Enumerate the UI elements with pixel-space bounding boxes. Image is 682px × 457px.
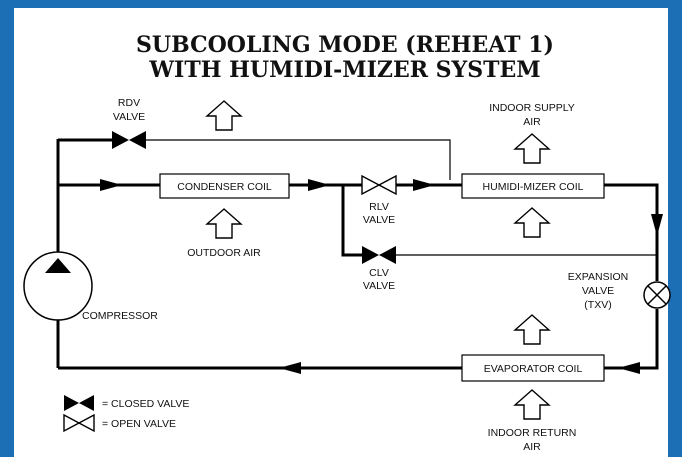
- air-arrow-up-icon: [513, 133, 551, 164]
- indoor-return-label-2: AIR: [523, 441, 541, 453]
- air-arrow-up-icon: [513, 207, 551, 238]
- pipe-humidimizer-to-txv: [604, 183, 659, 281]
- clv-valve-label-1: CLV: [369, 267, 389, 279]
- rdv-valve-icon-half: [129, 131, 146, 149]
- pipe-txv-to-evaporator: [604, 309, 659, 370]
- pipe-rdv-outlet: [146, 139, 451, 180]
- rlv-valve-icon-half: [377, 174, 397, 196]
- humidimizer-coil-label: HUMIDI-MIZER COIL: [483, 181, 584, 193]
- clv-valve-label-2: VALVE: [363, 280, 395, 292]
- rlv-valve-label-2: VALVE: [363, 214, 395, 226]
- legend-closed-valve-icon-half: [79, 395, 94, 411]
- indoor-supply-label-1: INDOOR SUPPLY: [489, 102, 575, 114]
- legend-closed-valve-icon: [64, 395, 79, 411]
- flow-arrow-icon: [279, 362, 301, 374]
- compressor-arrow-icon: [45, 258, 71, 273]
- legend-closed-label: = CLOSED VALVE: [102, 398, 189, 410]
- flow-arrow-icon: [618, 362, 640, 374]
- evaporator-coil-label: EVAPORATOR COIL: [484, 363, 583, 375]
- flow-arrow-icon: [308, 179, 330, 191]
- condenser-coil-label: CONDENSER COIL: [177, 181, 272, 193]
- air-arrow-up-icon: [513, 314, 551, 345]
- clv-valve-icon: [362, 246, 379, 264]
- rdv-valve-label-1: RDV: [118, 97, 140, 109]
- title-line-2: WITH HUMIDI-MIZER SYSTEM: [148, 57, 540, 83]
- flow-arrow-icon: [413, 179, 435, 191]
- pipe-branch-to-clv: [341, 185, 362, 257]
- compressor-icon: [23, 251, 93, 321]
- flow-arrow-icon: [100, 179, 122, 191]
- indoor-return-label-1: INDOOR RETURN: [488, 427, 577, 439]
- humidimizer-coil-box: [461, 173, 605, 199]
- expansion-valve-label-3: (TXV): [584, 299, 611, 311]
- rdv-valve-label-2: VALVE: [113, 111, 145, 123]
- compressor-label: COMPRESSOR: [82, 310, 158, 322]
- indoor-supply-label-2: AIR: [523, 116, 541, 128]
- evaporator-coil-box: [461, 354, 605, 382]
- clv-valve-icon-half: [379, 246, 396, 264]
- air-arrow-up-icon: [205, 100, 243, 131]
- expansion-valve-label-2: VALVE: [582, 285, 614, 297]
- outdoor-air-label: OUTDOOR AIR: [187, 247, 261, 259]
- air-arrow-up-icon: [513, 389, 551, 420]
- expansion-valve-label-1: EXPANSION: [568, 271, 629, 283]
- condenser-coil-box: [159, 173, 290, 199]
- title-line-1: SUBCOOLING MODE (REHEAT 1): [136, 32, 554, 58]
- legend-open-valve-icon: [63, 413, 81, 433]
- rlv-valve-label-1: RLV: [369, 201, 389, 213]
- expansion-valve-cross-icon: [647, 285, 667, 305]
- legend-open-valve-icon-half: [77, 413, 95, 433]
- legend-open-label: = OPEN VALVE: [102, 418, 176, 430]
- rdv-valve-icon: [112, 131, 129, 149]
- rlv-valve-icon: [361, 174, 381, 196]
- flow-arrow-icon: [651, 214, 663, 236]
- air-arrow-up-icon: [205, 208, 243, 239]
